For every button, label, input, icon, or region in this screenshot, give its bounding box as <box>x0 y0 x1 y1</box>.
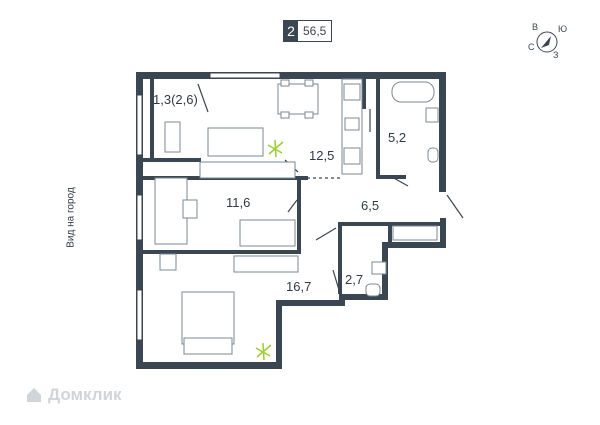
bath-bottom-wall <box>376 175 406 179</box>
washing-machine <box>427 147 439 163</box>
wall-step-1-vertical <box>276 300 282 369</box>
bedroom-wardrobe <box>233 255 299 273</box>
room-area-balcony: 1,3(2,6) <box>153 92 198 107</box>
fridge <box>343 147 361 165</box>
wc-door-swing <box>332 269 340 291</box>
total-area: 56,5 <box>298 21 332 41</box>
wall-right-upper <box>439 72 446 192</box>
window-living <box>136 194 143 241</box>
rooms-count: 2 <box>284 21 298 41</box>
bed <box>181 291 235 345</box>
chair-2 <box>304 79 314 87</box>
wall-step-1-horizontal <box>276 300 344 306</box>
compass-east: Ю <box>558 24 567 34</box>
plant-kitchen-3 <box>268 141 284 155</box>
compass-south: З <box>553 50 558 60</box>
balcony-wall <box>150 79 154 159</box>
room-area-hall: 6,5 <box>361 198 379 213</box>
wall-step-5 <box>382 242 446 248</box>
compass-circle <box>536 31 558 53</box>
living-sofa <box>239 219 296 247</box>
room-area-kitchen: 12,5 <box>309 148 334 163</box>
kitchen-cabinet-row <box>199 161 296 179</box>
watermark: Домклик <box>26 385 122 405</box>
room-area-wc: 2,7 <box>345 272 363 287</box>
window-bedroom <box>136 289 143 341</box>
windows <box>136 72 281 341</box>
wall-bottom <box>136 362 282 369</box>
view-label: Вид на город <box>65 187 77 248</box>
wc-wall-top <box>338 222 446 226</box>
window-kitchen <box>209 72 281 79</box>
bedroom-nightstand <box>159 253 177 271</box>
compass-west: С <box>528 42 535 52</box>
wc-wall-left <box>338 222 342 294</box>
living-door <box>287 199 298 213</box>
kitchen-bath-wall-top <box>362 79 366 109</box>
wc-door <box>315 227 337 241</box>
window-balcony <box>136 94 143 156</box>
stove <box>343 83 361 101</box>
plant-bedroom-3 <box>256 344 272 358</box>
wc-sink <box>371 261 387 275</box>
living-bedroom-wall <box>143 250 301 254</box>
room-area-living: 11,6 <box>226 195 250 210</box>
doors <box>197 83 464 291</box>
balcony-cabinet <box>164 121 181 153</box>
bath-wall-left <box>376 79 380 179</box>
apartment-badge: 2 56,5 <box>283 20 333 42</box>
bathtub <box>391 81 435 103</box>
wardrobe-wall <box>388 226 392 246</box>
balcony-bottom-wall <box>143 158 201 162</box>
hall-wardrobe <box>392 225 438 241</box>
desk-chair <box>182 199 198 219</box>
bath-door-swing <box>391 176 409 187</box>
wc-toilet <box>365 283 381 297</box>
living-hall-wall <box>297 180 301 250</box>
entrance-door <box>446 194 464 219</box>
room-area-bedroom: 16,7 <box>286 279 311 294</box>
compass-north: В <box>532 22 538 32</box>
compass: В Ю С З <box>528 22 567 60</box>
chair-1 <box>280 79 290 87</box>
bed-pillows <box>183 337 233 355</box>
chair-4 <box>304 111 314 119</box>
watermark-text: Домклик <box>48 385 122 404</box>
room-labels: 1,3(2,6) 12,5 5,2 11,6 6,5 2,7 16,7 <box>153 92 406 294</box>
room-area-bathroom: 5,2 <box>388 130 406 145</box>
dining-table <box>277 83 319 115</box>
domclick-logo-icon <box>27 388 41 402</box>
chair-3 <box>280 111 290 119</box>
furniture <box>154 78 439 355</box>
wall-right-lower <box>440 218 446 248</box>
plants <box>255 139 284 361</box>
wall-top <box>136 72 446 79</box>
wall-step-3 <box>339 294 385 300</box>
kitchen-sink <box>344 117 360 131</box>
compass-arrow-icon <box>541 36 551 48</box>
balcony-door <box>197 83 209 113</box>
desk <box>154 177 188 245</box>
sofa <box>207 127 264 157</box>
bath-sink <box>425 107 439 123</box>
